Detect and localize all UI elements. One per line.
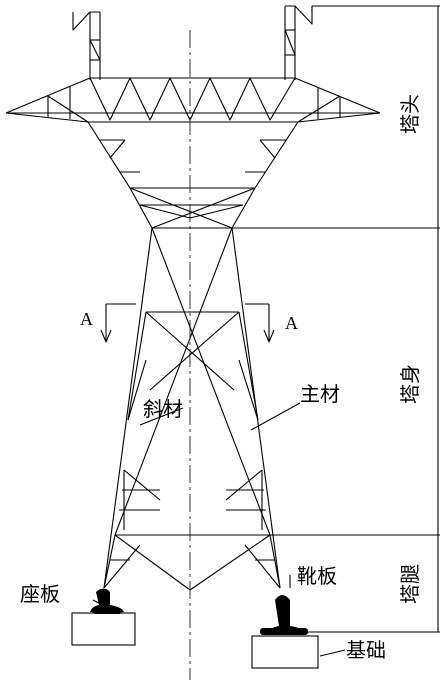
foundation-left [71, 588, 136, 646]
ground-wire-peaks [72, 5, 313, 80]
base-plate-shape [90, 588, 124, 612]
section-marker-right: A [285, 313, 298, 333]
section-marker-left: A [80, 309, 93, 329]
base-plate-label: 座板 [20, 582, 60, 606]
foundation-right [251, 595, 319, 669]
section-cut-markers [100, 303, 275, 343]
section-body-label: 塔身 [398, 364, 422, 404]
tower-structure [5, 5, 440, 680]
boot-plate-shape [266, 595, 306, 634]
foundation-label: 基础 [346, 638, 386, 662]
section-leg-label: 塔腿 [398, 564, 422, 604]
diagonal-label: 斜材 [143, 397, 183, 421]
tower-head-frame [87, 121, 299, 229]
dimension-line [232, 5, 440, 633]
cross-arm [5, 77, 381, 123]
section-head-label: 塔头 [398, 94, 422, 134]
diagonal-lattice [114, 227, 271, 536]
leg-lattice [103, 469, 281, 591]
boot-plate-label: 靴板 [297, 564, 337, 588]
main-member-label: 主材 [300, 382, 340, 406]
